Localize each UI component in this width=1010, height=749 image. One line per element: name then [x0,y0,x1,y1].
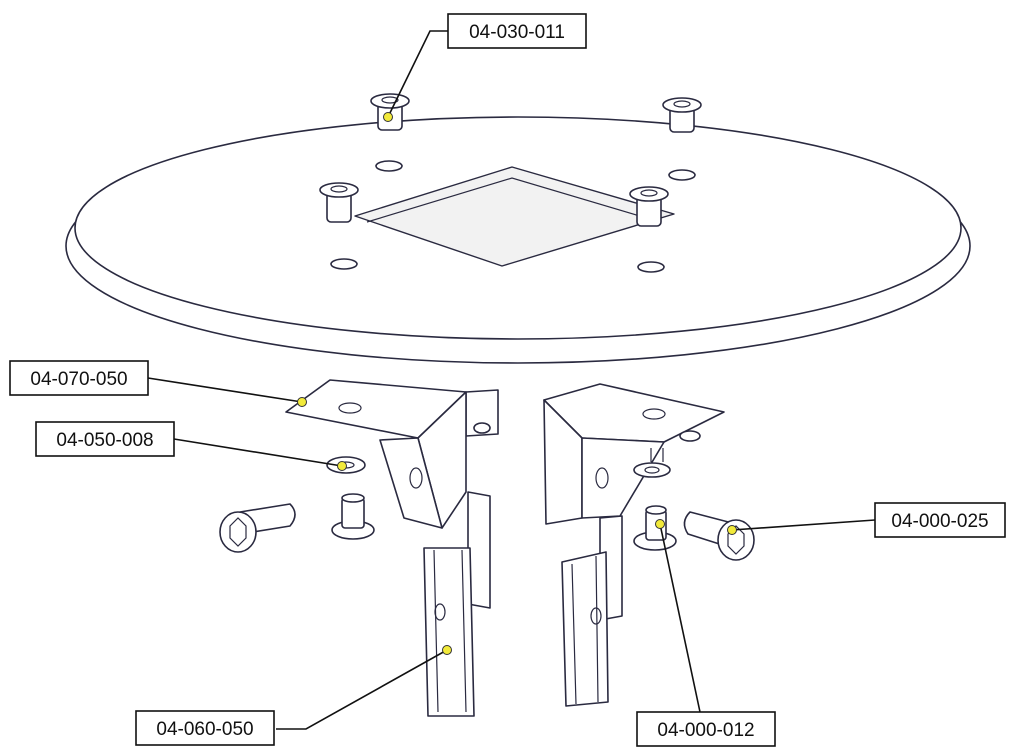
callout-04-000-012: 04-000-012 [636,519,776,747]
callout-dot [655,519,665,529]
round-plate [65,116,971,364]
plate-hole [375,160,403,172]
callout-dot [297,397,307,407]
right-spacer [633,505,677,551]
plate-screw [629,186,669,227]
right-washer [633,448,671,478]
callout-04-070-050: 04-070-050 [9,360,307,407]
callout-label: 04-030-011 [469,22,565,43]
left-angle-bracket [285,379,499,529]
callout-04-000-025: 04-000-025 [727,502,1006,538]
left-spacer [331,493,375,540]
callout-04-060-050: 04-060-050 [135,645,452,746]
callout-label: 04-050-008 [56,430,153,451]
callout-dot [337,461,347,471]
right-rail-front [561,551,609,707]
callout-label: 04-070-050 [30,369,127,390]
right-angle-bracket [543,383,725,525]
plate-hole [330,258,358,270]
center-cutout [354,166,675,267]
right-torx-screw [683,511,755,561]
plate-hole [637,261,665,273]
plate-hole [668,169,696,181]
left-torx-screw [219,503,296,553]
callout-label: 04-000-025 [891,511,988,532]
plate-screw [319,182,359,223]
plate-screw [662,97,702,133]
left-rail-front [423,547,475,717]
callout-label: 04-060-050 [156,719,253,740]
callout-04-050-008: 04-050-008 [35,421,347,471]
callout-dot [442,645,452,655]
callout-label: 04-000-012 [657,720,754,741]
callout-dot [383,112,393,122]
callout-dot [727,525,737,535]
callout-04-030-011: 04-030-011 [383,13,587,122]
